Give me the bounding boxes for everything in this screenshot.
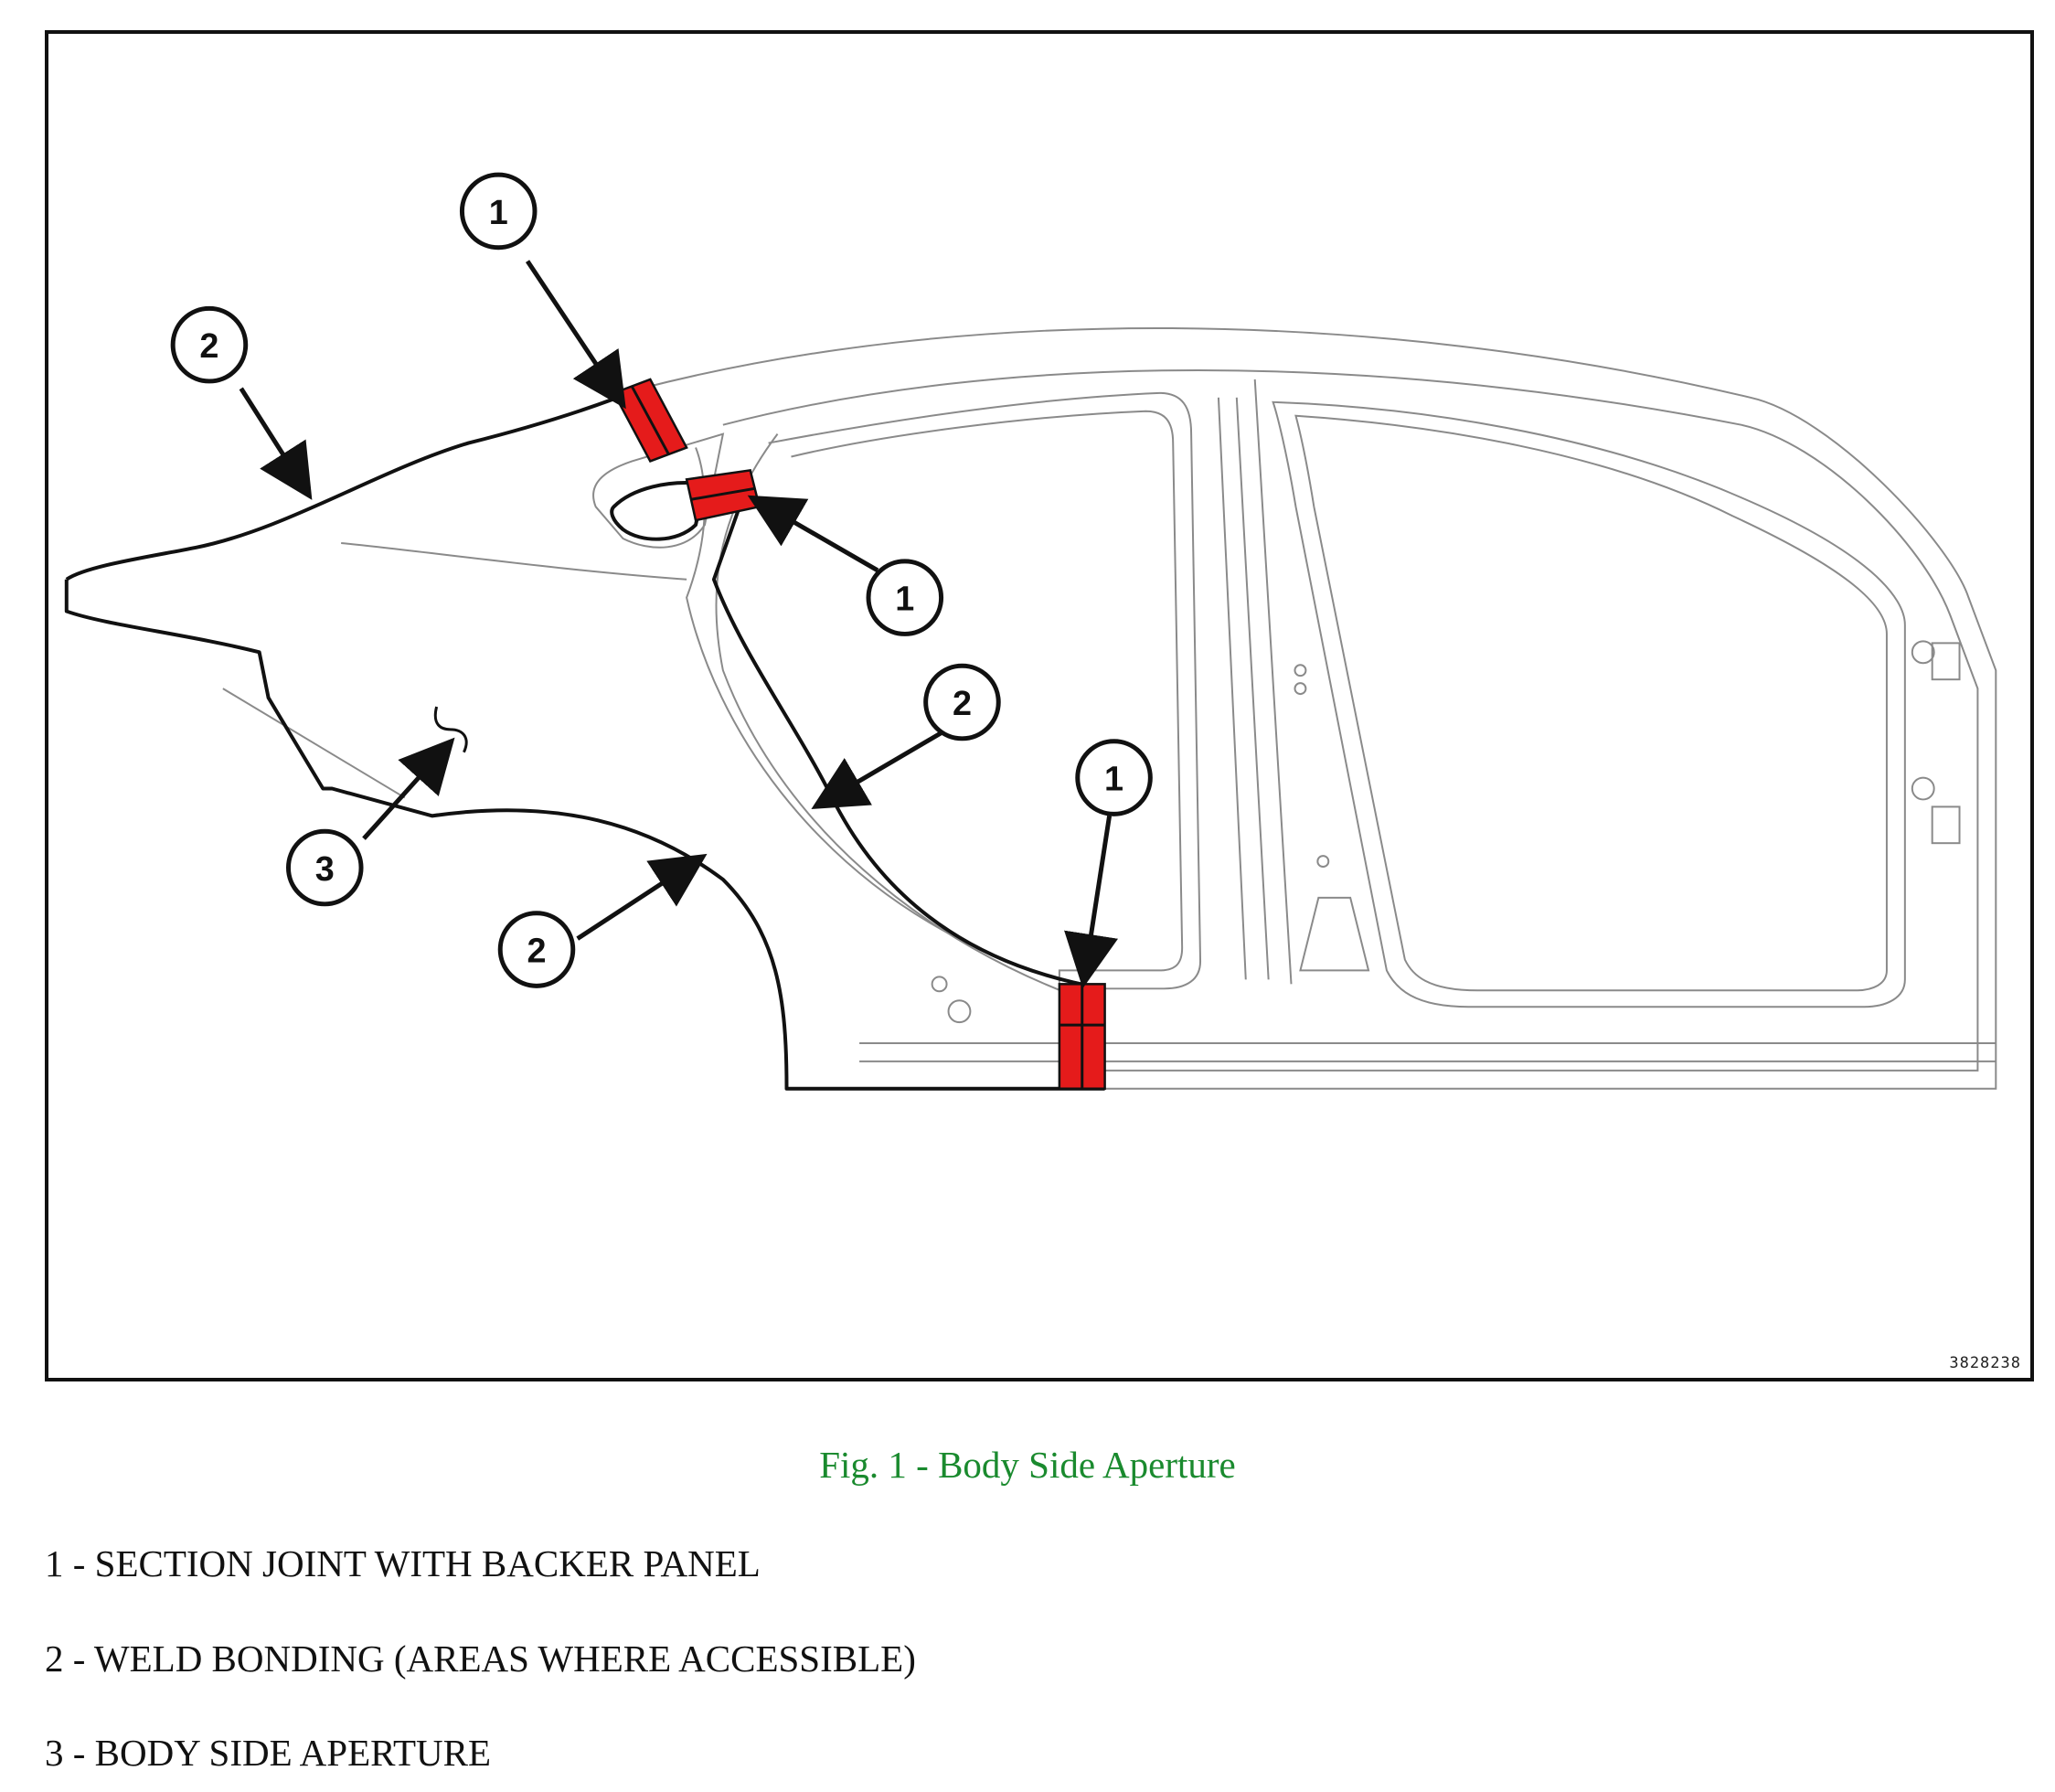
c-pillar-inner-2 bbox=[715, 433, 1105, 1008]
tail-lower-crease bbox=[222, 688, 406, 799]
hole-d bbox=[1294, 682, 1307, 696]
roof-outer-line bbox=[641, 327, 1997, 1090]
weld-section-mid bbox=[685, 469, 761, 522]
callout-1-mid: 1 bbox=[866, 559, 944, 636]
figure-image-code: 3828238 bbox=[1949, 1354, 2021, 1372]
b-pillar-base bbox=[1299, 896, 1370, 972]
roof-inner-line bbox=[722, 369, 1979, 1072]
rear-door-opening bbox=[768, 391, 1202, 990]
arrow-1-bottom bbox=[1064, 815, 1119, 989]
figure-caption: Fig. 1 - Body Side Aperture bbox=[819, 1444, 1236, 1486]
aperture-outline-roof bbox=[64, 579, 1105, 1091]
c-pillar-inner-1 bbox=[686, 447, 1105, 990]
svg-text:2: 2 bbox=[199, 327, 218, 366]
svg-text:3: 3 bbox=[315, 850, 335, 889]
hole-g bbox=[931, 976, 948, 993]
hinge-detail-lower bbox=[1931, 805, 1961, 845]
callout-2-wheel: 2 bbox=[497, 911, 576, 988]
b-pillar-outline bbox=[1217, 379, 1293, 985]
hole-f bbox=[947, 999, 972, 1024]
legend-item-3: 3 - BODY SIDE APERTURE bbox=[45, 1732, 492, 1774]
svg-text:2: 2 bbox=[953, 685, 972, 723]
panel-squiggle bbox=[433, 706, 468, 753]
arrow-1-top bbox=[525, 260, 626, 410]
hole-c bbox=[1294, 664, 1307, 677]
quarter-panel-crease bbox=[341, 541, 687, 581]
figure-frame: 1 1 1 2 2 2 3 3828238 bbox=[45, 30, 2034, 1381]
svg-text:1: 1 bbox=[895, 581, 914, 619]
hole-a bbox=[1911, 640, 1935, 665]
hole-b bbox=[1911, 776, 1935, 801]
svg-text:1: 1 bbox=[489, 194, 508, 232]
hole-e bbox=[1316, 855, 1330, 869]
hinge-detail-upper bbox=[1931, 642, 1961, 681]
front-door-opening bbox=[1272, 400, 1906, 1008]
callout-2-roof: 2 bbox=[170, 305, 249, 384]
callout-2-pillar: 2 bbox=[923, 663, 1001, 741]
svg-text:2: 2 bbox=[527, 933, 546, 971]
arrow-1-mid bbox=[747, 495, 879, 572]
svg-text:1: 1 bbox=[1104, 761, 1123, 799]
body-side-aperture-drawing: 1 1 1 2 2 2 3 bbox=[64, 172, 1997, 1091]
callout-1-bottom: 1 bbox=[1075, 739, 1153, 816]
quarter-window-glass bbox=[610, 481, 707, 541]
arrow-3-panel bbox=[362, 737, 455, 840]
callout-3-panel: 3 bbox=[285, 828, 364, 907]
legend-item-1: 1 - SECTION JOINT WITH BACKER PANEL bbox=[45, 1542, 761, 1584]
weld-section-bottom bbox=[1058, 983, 1106, 1090]
front-door-opening-inner bbox=[1294, 414, 1888, 992]
arrow-2-roof bbox=[239, 387, 313, 500]
arrow-2-wheel bbox=[576, 853, 708, 941]
quarter-window-frame bbox=[592, 432, 725, 549]
arrow-2-pillar bbox=[811, 722, 956, 809]
legend-item-2: 2 - WELD BONDING (AREAS WHERE ACCESSIBLE… bbox=[45, 1637, 916, 1680]
weld-section-top bbox=[612, 378, 688, 464]
callout-1-top: 1 bbox=[459, 172, 538, 251]
aperture-outline-top bbox=[65, 387, 643, 581]
